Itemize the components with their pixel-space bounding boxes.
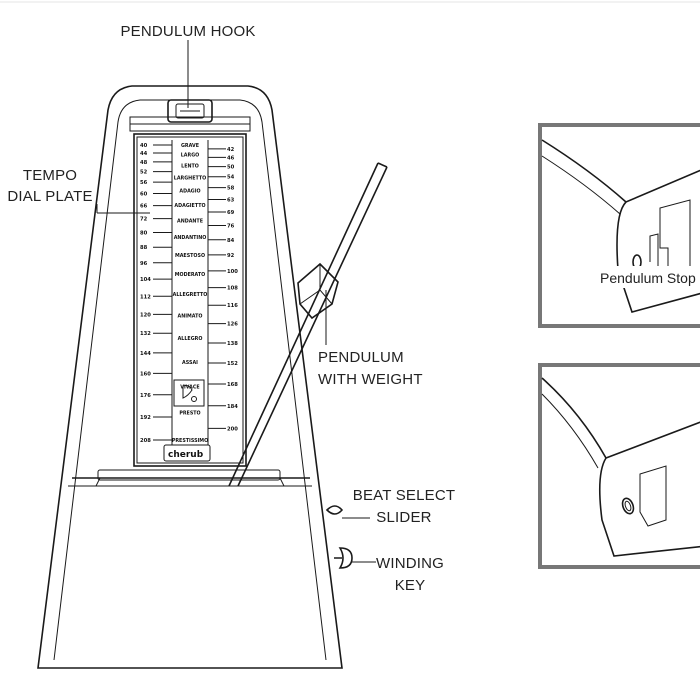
dial-right-tick-label: 84 <box>227 238 235 244</box>
callout-leaders <box>96 40 376 563</box>
dial-left-tick-label: 72 <box>140 217 148 223</box>
dial-left-tick-label: 176 <box>140 393 151 399</box>
dial-tempo-name: ANDANTE <box>177 218 203 224</box>
dial-left-tick-label: 56 <box>140 180 148 186</box>
label-with-weight: WITH WEIGHT <box>318 371 423 388</box>
dial-left-tick-label: 144 <box>140 351 151 357</box>
dial-right-tick-label: 54 <box>227 175 235 181</box>
dial-plate-outline <box>133 133 247 467</box>
dial-left-tick-label: 208 <box>140 438 151 444</box>
dial-right-tick-label: 92 <box>227 253 235 259</box>
dial-right-tick-label: 50 <box>227 165 235 171</box>
label-beat-select: BEAT SELECT <box>353 487 456 504</box>
tempo-dial-plate: 40 44 48 52 56 60 66 72 80 88 96 104 112 120 132 144 160… <box>133 133 247 467</box>
label-winding: WINDING <box>376 555 444 572</box>
stop-slot-2 <box>639 465 667 527</box>
label-key: KEY <box>395 577 426 594</box>
dial-tempo-name: LARGO <box>181 153 199 159</box>
dial-right-tick-label: 108 <box>227 286 238 292</box>
dial-logo-box <box>173 379 205 407</box>
metronome-body <box>37 85 343 669</box>
dial-right-tick-label: 126 <box>227 322 238 328</box>
dial-tempo-name: ALLEGRO <box>178 336 203 342</box>
inset-frame-top <box>538 123 700 328</box>
inset-pendulum-stop-engaged <box>538 363 700 569</box>
brand-name: cherub <box>168 450 204 460</box>
dial-tempo-name: ANDANTINO <box>174 235 207 241</box>
dial-tempo-name: ALLEGRETTO <box>173 292 208 298</box>
base-slot <box>97 469 281 481</box>
inset-frame-bottom <box>538 363 700 569</box>
dial-right-tick-label: 152 <box>227 361 238 367</box>
dial-left-tick-label: 60 <box>140 191 148 197</box>
label-pendulum-hook: PENDULUM HOOK <box>120 23 255 40</box>
dial-right-tick-label: 42 <box>227 147 235 153</box>
pendulum-hook <box>167 99 213 123</box>
dial-tempo-name: ASSAI <box>182 360 198 366</box>
dial-tempo-name: GRAVE <box>181 143 199 149</box>
inset-pendulum-stop: Pendulum Stop <box>538 123 700 328</box>
dial-right-tick-label: 200 <box>227 426 238 432</box>
dial-left-tick-label: 44 <box>140 151 148 157</box>
beat-select-slider <box>325 505 344 515</box>
dial-tempo-name: PRESTISSIMO <box>172 438 208 444</box>
dial-right-tick-label: 46 <box>227 155 235 161</box>
note-icon <box>182 385 193 399</box>
dial-left-tick-label: 40 <box>140 143 148 149</box>
dial-left-tick-label: 88 <box>140 245 148 251</box>
dial-tempo-name: LENTO <box>181 163 199 169</box>
winding-key <box>334 547 353 569</box>
dial-right-tick-label: 168 <box>227 382 238 388</box>
dial-right-tick-label: 58 <box>227 186 235 192</box>
dial-right-tick-label: 100 <box>227 269 238 275</box>
brand-plate <box>163 444 211 462</box>
label-slider: SLIDER <box>376 509 431 526</box>
dial-tempo-name: MAESTOSO <box>175 253 205 259</box>
dial-right-tick-label: 184 <box>227 404 238 410</box>
label-pendulum: PENDULUM <box>318 349 404 366</box>
dial-right-tick-label: 116 <box>227 303 238 309</box>
dial-left-tick-label: 112 <box>140 294 151 300</box>
dial-tempo-name: ADAGIO <box>179 189 200 195</box>
dial-left-tick-label: 96 <box>140 261 148 267</box>
dial-tempo-name: MODERATO <box>175 272 206 278</box>
dial-left-tick-label: 104 <box>140 277 151 283</box>
dial-left-tick-label: 132 <box>140 331 151 337</box>
label-tempo: TEMPO <box>23 167 77 184</box>
dial-right-tick-label: 63 <box>227 197 235 203</box>
dial-right-tick-label: 138 <box>227 341 238 347</box>
dial-right-tick-label: 69 <box>227 210 235 216</box>
dial-tempo-name: LARGHETTO <box>174 175 206 181</box>
dial-left-tick-label: 52 <box>140 170 148 176</box>
dial-tempo-name: ANIMATO <box>178 313 203 319</box>
dial-left-tick-label: 120 <box>140 312 151 318</box>
dial-tempo-name: ADAGIETTO <box>174 203 205 209</box>
dial-tempo-name: PRESTO <box>179 411 200 417</box>
dial-ticks: 40 44 48 52 56 60 66 72 80 88 96 104 112 120 132 144 160… <box>140 143 238 444</box>
pendulum-with-weight <box>228 162 388 487</box>
label-pendulum-stop: Pendulum Stop <box>600 270 696 286</box>
label-dial-plate: DIAL PLATE <box>7 188 92 205</box>
dial-right-tick-label: 76 <box>227 224 235 230</box>
stop-knob-2 <box>621 497 635 515</box>
dial-left-tick-label: 48 <box>140 160 148 166</box>
dial-left-tick-label: 66 <box>140 204 148 210</box>
dial-left-tick-label: 80 <box>140 231 148 237</box>
dial-left-tick-label: 192 <box>140 415 151 421</box>
dial-left-tick-label: 160 <box>140 371 151 377</box>
outer-shell <box>37 85 343 669</box>
